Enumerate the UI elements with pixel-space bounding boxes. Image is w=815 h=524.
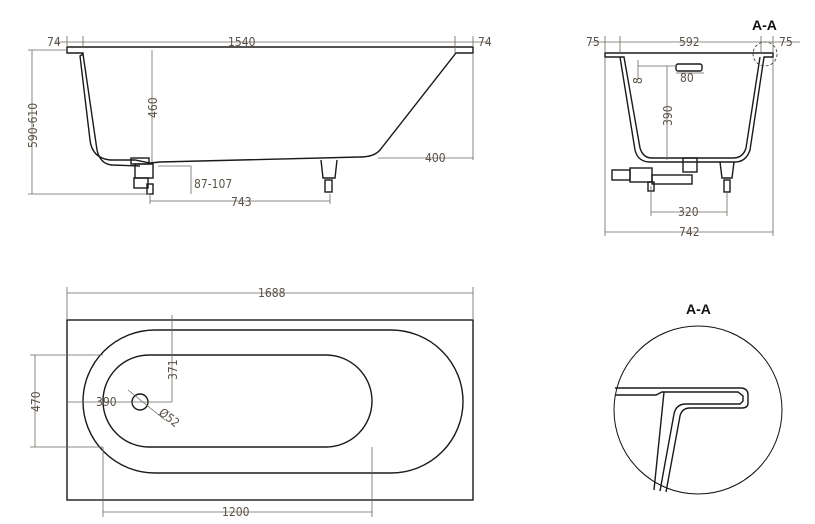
end-view: A-A 75 592 75 8 80 390 320 742 — [586, 17, 800, 239]
dim-length-inner-plan: 1200 — [222, 505, 250, 519]
dim-length-total: 1688 — [258, 286, 286, 300]
dim-overflow-height: 8 — [631, 77, 645, 84]
dim-end-width-inner: 592 — [679, 35, 700, 49]
plan-outer-rect — [66, 319, 474, 501]
dim-slope: 400 — [425, 151, 446, 165]
side-view: 74 1540 74 590-610 460 400 87-107 743 — [26, 35, 492, 209]
plan-outer-oval — [82, 329, 464, 474]
dim-leg-distance: 743 — [231, 195, 252, 209]
detail-view: A-A — [613, 301, 783, 495]
end-view-section-label: A-A — [752, 17, 777, 33]
dim-plan-width: 470 — [29, 391, 43, 412]
dim-drain-height: 87-107 — [194, 177, 232, 191]
end-outline — [604, 52, 774, 163]
dim-depth: 460 — [146, 97, 160, 118]
plan-inner-oval — [102, 354, 373, 448]
plan-view: 1688 470 390 371 Ø52 1200 — [29, 286, 474, 519]
dim-height: 590-610 — [26, 103, 40, 148]
detail-rim-profile — [615, 387, 749, 493]
end-drain-assembly — [611, 157, 735, 193]
dim-left-rim: 74 — [47, 35, 61, 49]
dim-end-leg-distance: 320 — [678, 205, 699, 219]
side-inner-wall — [82, 53, 141, 167]
overflow — [675, 63, 703, 72]
dim-width-total: 742 — [679, 225, 700, 239]
dim-right-rim: 74 — [478, 35, 492, 49]
dim-drain-offset-x: 390 — [96, 395, 117, 409]
dim-length-inner: 1540 — [228, 35, 256, 49]
dim-overflow-depth: 390 — [661, 105, 675, 126]
detail-circle — [613, 325, 783, 495]
dim-overflow-width: 80 — [680, 71, 694, 85]
dim-drain-diameter: Ø52 — [156, 405, 182, 430]
dim-end-right-rim: 75 — [779, 35, 793, 49]
side-outline — [66, 46, 474, 164]
drain-assembly — [130, 157, 154, 195]
dim-drain-offset-y: 371 — [166, 359, 180, 380]
dim-end-left-rim: 75 — [586, 35, 600, 49]
detail-view-title: A-A — [686, 301, 711, 317]
side-leg — [320, 159, 338, 193]
